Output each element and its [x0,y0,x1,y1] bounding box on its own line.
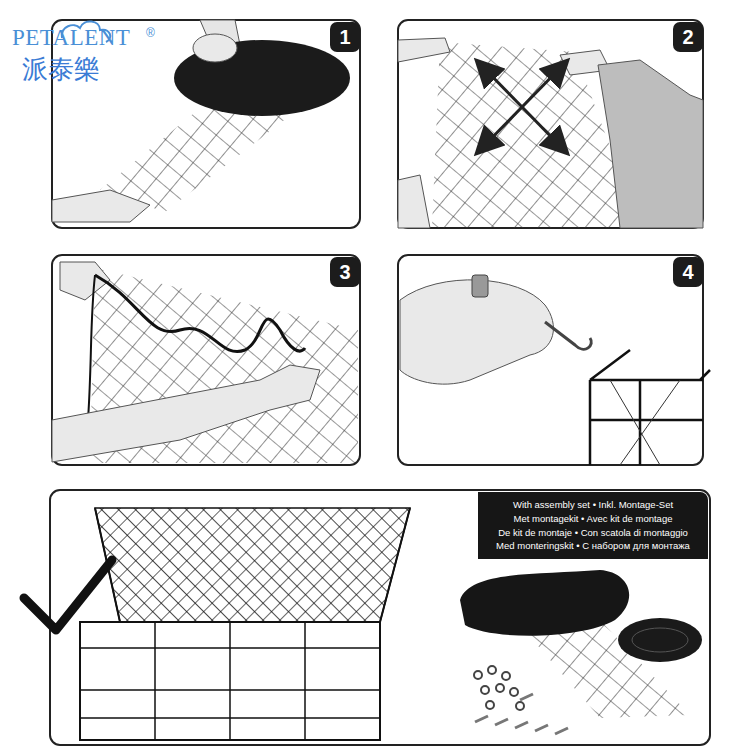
step-number: 1 [330,22,360,52]
callout-number: 3 [339,261,350,284]
callout-number: 1 [339,26,350,49]
callout-number: 2 [682,26,693,49]
banner-line: De kit de montaje • Con scatola di monta… [486,526,700,540]
assembly-set-banner: With assembly set • Inkl. Montage-SetMet… [478,492,708,559]
registered-mark: ® [146,26,155,40]
banner-line: With assembly set • Inkl. Montage-Set [486,498,700,512]
brand-chinese: 派泰樂 [22,52,100,87]
callout-number: 4 [682,261,693,284]
step-number: 4 [673,257,703,287]
step-number: 3 [330,257,360,287]
brand-name: PETALENT [12,25,130,51]
step-number: 2 [673,22,703,52]
banner-line: Med monteringskit • С набором для монтаж… [486,539,700,553]
banner-line: Met montagekit • Avec kit de montage [486,512,700,526]
